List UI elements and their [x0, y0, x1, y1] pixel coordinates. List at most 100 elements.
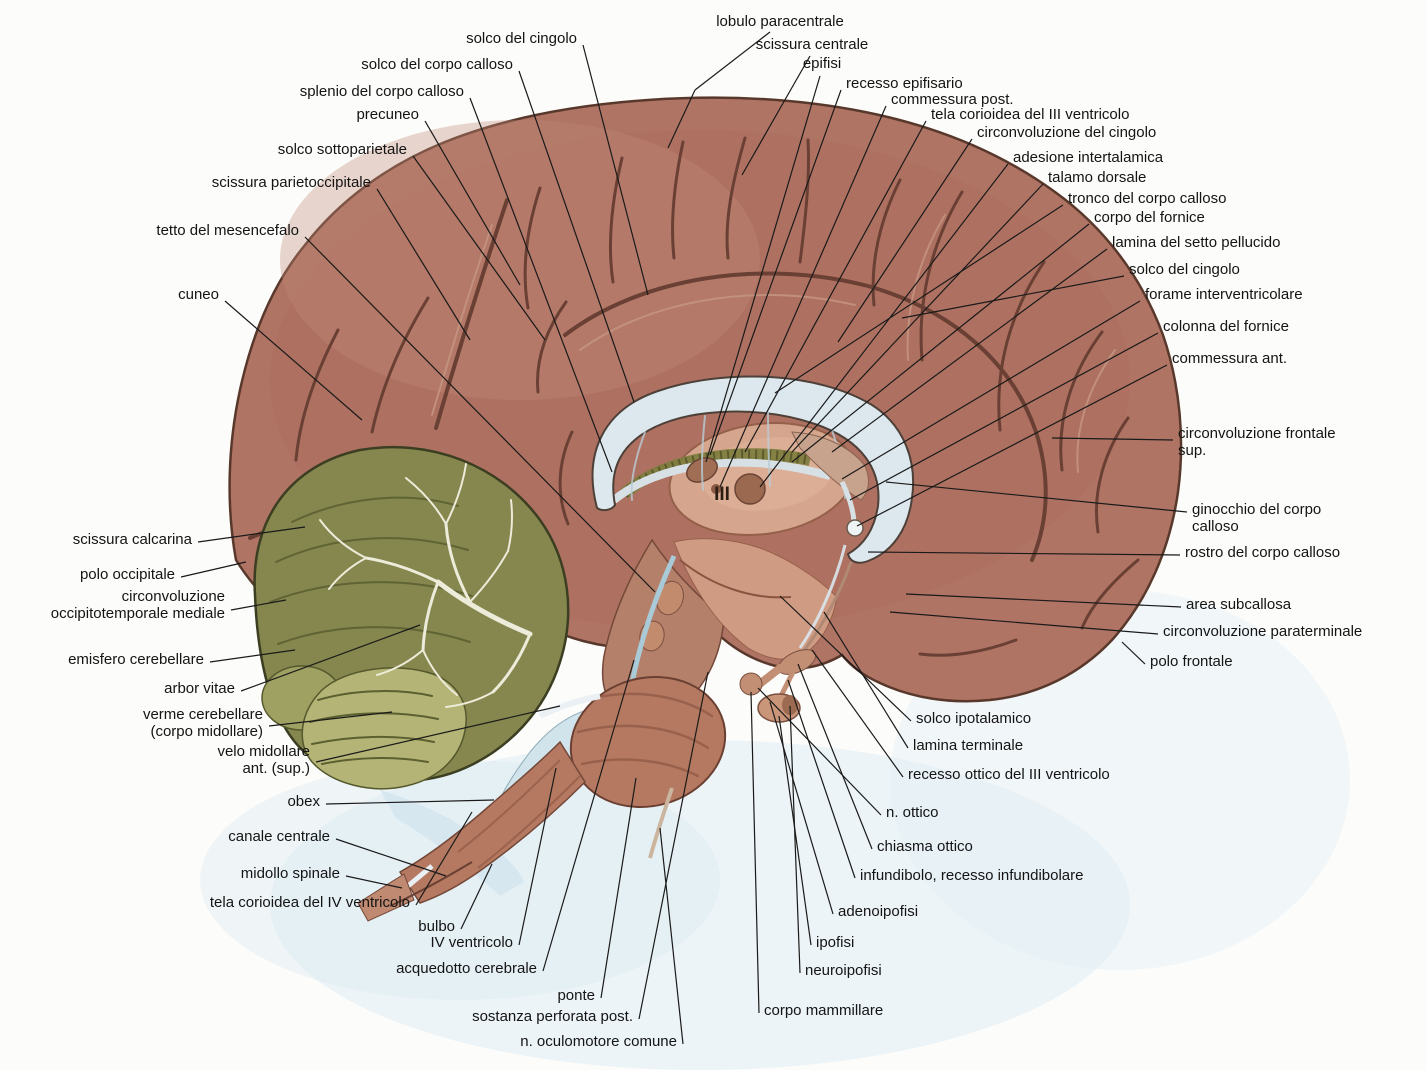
anatomy-label-midollo-spinale: midollo spinale	[241, 865, 340, 882]
anatomy-label-obex: obex	[287, 793, 320, 810]
anatomy-label-corpo-del-fornice: corpo del fornice	[1094, 209, 1205, 226]
corpus-callosum	[591, 375, 915, 564]
leader-line-solco-del-cingolo-sx	[582, 44, 649, 296]
anatomy-label-tetto-del-mesencefalo: tetto del mesencefalo	[156, 222, 299, 239]
anatomy-label-precuneo: precuneo	[356, 106, 419, 123]
oculomotor-nerve	[648, 787, 674, 859]
leader-line-adesione-intertalamica	[759, 163, 1009, 488]
anatomy-label-lamina-terminale: lamina terminale	[913, 737, 1023, 754]
anatomy-label-bulbo: bulbo	[418, 918, 455, 935]
anatomy-label-solco-sottoparietale: solco sottoparietale	[278, 141, 407, 158]
leader-line-iv-ventricolo	[518, 767, 557, 946]
spinal-cord	[357, 873, 415, 922]
leader-line-tetto-del-mesencefalo	[304, 236, 656, 593]
leader-line-circonvoluzione-del-cingolo	[837, 138, 973, 343]
leader-line-circonvoluzione-frontale-sup	[1051, 437, 1174, 441]
anatomy-label-tela-corioidea-iv: tela corioidea del IV ventricolo	[210, 894, 410, 911]
brainstem	[357, 538, 727, 922]
anatomy-label-solco-del-cingolo-sx: solco del cingolo	[466, 30, 577, 47]
anatomy-label-forame-interventricolare: forame interventricolare	[1145, 286, 1303, 303]
leader-line-velo-midollare-ant	[315, 705, 561, 763]
anatomy-label-polo-occipitale: polo occipitale	[80, 566, 175, 583]
anterior-commissure	[846, 519, 864, 537]
anatomy-label-tela-corioidea-iii: tela corioidea del III ventricolo	[931, 106, 1129, 123]
leader-line-commessura-post	[719, 105, 887, 488]
leader-line-verme-cerebellare	[268, 711, 393, 727]
leader-line-scissura-parietoccipitale	[376, 188, 471, 341]
anatomy-label-circonvoluzione-del-cingolo: circonvoluzione del cingolo	[977, 124, 1156, 141]
anatomy-label-acquedotto-cerebrale: acquedotto cerebrale	[396, 960, 537, 977]
leader-line-forame-interventricolare	[841, 300, 1141, 480]
anatomy-label-polo-frontale: polo frontale	[1150, 653, 1233, 670]
leader-line-lobulo-paracentrale	[694, 31, 771, 91]
anatomy-label-cuneo: cuneo	[178, 286, 219, 303]
leader-line-tela-corioidea-iii	[744, 120, 927, 453]
anatomy-label-lamina-del-setto-pellucido: lamina del setto pellucido	[1112, 234, 1280, 251]
anatomy-label-neuroipofisi: neuroipofisi	[805, 962, 882, 979]
leader-line-lamina-del-setto-pellucido	[831, 248, 1108, 453]
anatomy-label-scissura-parietoccipitale: scissura parietoccipitale	[212, 174, 371, 191]
third-ventricle-slit	[798, 544, 847, 649]
leader-line-circonvoluzione-occipitotemporale-mediale	[230, 599, 287, 611]
cerebellar-vermis	[301, 667, 467, 790]
leader-line-circonvoluzione-paraterminale	[889, 611, 1159, 635]
leader-line-solco-del-cingolo-dx	[901, 275, 1125, 319]
anatomy-label-recesso-ottico-iii: recesso ottico del III ventricolo	[908, 766, 1110, 783]
anatomy-label-emisfero-cerebellare: emisfero cerebellare	[68, 651, 204, 668]
leader-line-bulbo	[460, 863, 493, 930]
anatomy-label-talamo-dorsale: talamo dorsale	[1048, 169, 1146, 186]
leader-line-colonna-del-fornice	[849, 332, 1159, 501]
posterior-commissure	[711, 484, 721, 494]
anatomy-label-area-subcallosa: area subcallosa	[1186, 596, 1292, 613]
fornix-column	[839, 480, 857, 522]
septum-pellucidum	[791, 431, 869, 501]
mammillary-body	[739, 672, 763, 696]
leader-line-chiasma-ottico	[797, 663, 873, 850]
anatomy-label-arbor-vitae: arbor vitae	[164, 680, 235, 697]
leader-line-recesso-ottico-iii	[811, 649, 904, 778]
leader-line-tronco-del-corpo-calloso	[774, 204, 1064, 394]
leader-line-corpo-del-fornice	[791, 223, 1090, 463]
leader-line-polo-occipitale	[180, 561, 247, 578]
leader-line-arbor-vitae	[240, 624, 421, 692]
anatomy-label-splenio-del-corpo-calloso: splenio del corpo calloso	[300, 83, 464, 100]
anatomy-label-commessura-ant: commessura ant.	[1172, 350, 1287, 367]
leader-lines	[180, 31, 1188, 1045]
anatomy-label-lobulo-paracentrale: lobulo paracentrale	[716, 13, 844, 30]
leader-line-acquedotto-cerebrale	[542, 659, 635, 972]
leader-line-polo-frontale	[1121, 641, 1146, 665]
leader-line-midollo-spinale	[345, 875, 403, 889]
lamina-terminalis	[801, 561, 853, 653]
leader-line-commessura-ant	[856, 364, 1168, 527]
anatomy-label-tronco-del-corpo-calloso: tronco del corpo calloso	[1068, 190, 1226, 207]
leader-line-lobulo-paracentrale	[667, 89, 696, 149]
anatomy-label-adenoipofisi: adenoipofisi	[838, 903, 918, 920]
leader-line-solco-del-corpo-calloso	[518, 70, 635, 403]
leader-line-lamina-terminale	[823, 611, 909, 749]
anatomy-label-n-ottico: n. ottico	[886, 804, 939, 821]
leader-line-corpo-mammillare	[750, 691, 760, 1014]
anatomy-label-corpo-mammillare: corpo mammillare	[764, 1002, 883, 1019]
anatomy-label-ponte: ponte	[557, 987, 595, 1004]
anatomy-label-terzo-ventricolo: III	[714, 484, 730, 505]
anatomy-label-circonvoluzione-paraterminale: circonvoluzione paraterminale	[1163, 623, 1362, 640]
anatomy-label-scissura-centrale: scissura centrale	[756, 36, 869, 53]
leader-line-area-subcallosa	[905, 593, 1182, 608]
anatomy-label-recesso-epifisario: recesso epifisario	[846, 75, 963, 92]
cerebral-aqueduct	[627, 554, 677, 695]
optic-hypophysis	[739, 649, 817, 723]
leader-line-ginocchio-del-corpo-calloso	[885, 481, 1188, 513]
neurohypophysis	[782, 695, 798, 715]
arbor-vitae-branches	[319, 463, 533, 708]
leader-line-splenio-del-corpo-calloso	[469, 97, 613, 473]
leader-line-n-ottico	[757, 687, 882, 816]
leader-line-epifisi	[705, 75, 821, 463]
leader-line-recesso-epifisario	[709, 89, 842, 456]
leader-line-scissura-calcarina	[197, 526, 306, 543]
leader-line-canale-centrale	[335, 838, 447, 877]
